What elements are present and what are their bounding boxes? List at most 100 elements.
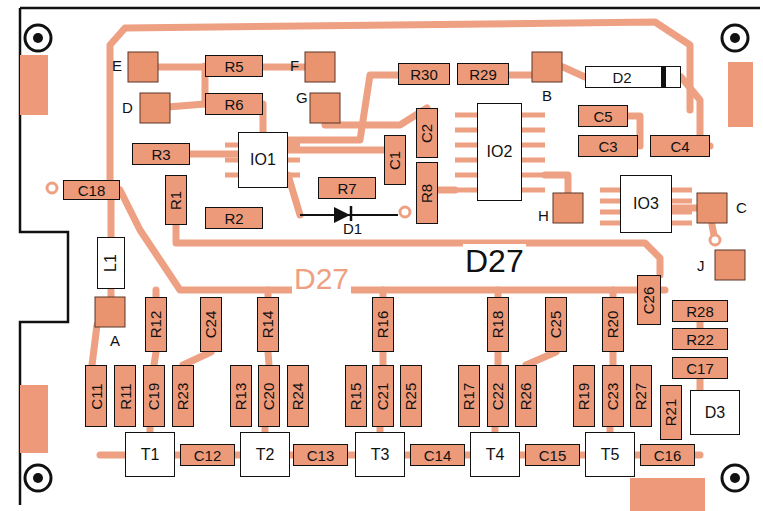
part-designator: T4 (486, 447, 505, 463)
part-designator: R11 (118, 383, 133, 409)
package-outline: L1 (97, 237, 125, 289)
component-box: C17 (672, 357, 728, 379)
component-box: R18 (487, 297, 509, 352)
part-designator: R7 (337, 181, 356, 196)
component-box: C22 (487, 365, 509, 427)
part-designator: C17 (686, 361, 714, 376)
pad-label: F (290, 58, 299, 75)
part-designator: R21 (664, 399, 679, 427)
component-box: C25 (545, 297, 567, 352)
package-outline: D2 (585, 66, 681, 88)
part-designator: IO3 (633, 196, 659, 212)
part-designator: C18 (78, 183, 106, 198)
part-designator: C11 (89, 383, 104, 409)
part-designator: C21 (376, 382, 391, 410)
part-designator: R2 (224, 211, 243, 226)
part-designator: C23 (606, 382, 621, 410)
part-designator: C1 (388, 150, 403, 169)
edge-contact (728, 62, 753, 127)
part-designator: R1 (169, 190, 184, 209)
part-designator: R16 (376, 311, 391, 339)
part-designator: C12 (194, 448, 222, 463)
component-box: R22 (672, 328, 728, 350)
component-box: C2 (416, 108, 438, 158)
component-box: R24 (287, 365, 309, 427)
part-designator: C19 (147, 382, 162, 410)
package-outline: IO1 (238, 132, 288, 188)
component-box: R17 (458, 365, 480, 427)
package-outline: T1 (125, 432, 175, 477)
part-designator: R19 (577, 382, 592, 410)
package-outline: T3 (355, 432, 405, 477)
part-designator: T2 (256, 447, 275, 463)
copper-traces (92, 22, 715, 455)
package-outline: IO2 (477, 103, 522, 201)
part-designator: R12 (149, 311, 164, 339)
part-designator: R14 (261, 311, 276, 339)
component-box: R19 (573, 365, 595, 427)
component-box: R16 (372, 297, 394, 352)
part-designator: L1 (103, 254, 119, 272)
part-designator: IO1 (250, 152, 276, 168)
component-box: R7 (318, 177, 376, 199)
part-designator: C24 (204, 311, 219, 339)
pad-label: A (110, 333, 120, 350)
part-designator: C26 (642, 286, 657, 314)
pad-label: D (122, 100, 133, 117)
part-designator: C20 (262, 382, 277, 410)
part-designator: C4 (670, 139, 689, 154)
part-designator: R6 (224, 97, 243, 112)
pad-label: J (697, 258, 705, 275)
part-designator: R29 (469, 67, 497, 82)
component-box: C12 (180, 444, 235, 466)
component-box: C13 (293, 444, 348, 466)
part-designator: T5 (601, 447, 620, 463)
part-designator: R13 (234, 382, 249, 410)
component-box: R29 (457, 63, 509, 85)
part-designator: IO2 (487, 144, 513, 160)
component-box: C21 (372, 365, 394, 427)
component-box: R30 (398, 63, 450, 85)
part-designator: R20 (606, 311, 621, 339)
component-box: R26 (515, 365, 537, 427)
part-designator: R8 (420, 183, 435, 202)
pad-label: H (538, 208, 549, 225)
part-designator: R24 (291, 382, 306, 410)
pad-label: G (296, 90, 308, 107)
part-designator: R3 (151, 147, 170, 162)
board-marking: D27 (463, 244, 526, 279)
package-outline: D3 (690, 390, 740, 435)
part-designator: R15 (349, 382, 364, 410)
part-designator: D2 (612, 70, 631, 85)
package-outline: T4 (470, 432, 520, 477)
pad-label: B (542, 88, 552, 105)
board-marking: D27 (292, 262, 351, 295)
pad-label: E (112, 58, 122, 75)
mounting-holes (25, 25, 748, 491)
component-box: C3 (578, 135, 638, 157)
part-designator: C5 (593, 109, 612, 124)
component-box: C19 (143, 365, 165, 427)
component-box: R5 (205, 55, 263, 77)
part-designator: C16 (654, 448, 682, 463)
solder-pads (95, 52, 745, 327)
part-designator: C3 (598, 139, 617, 154)
component-box: C16 (640, 444, 695, 466)
part-designator: R23 (176, 382, 191, 410)
pad-label: D1 (341, 221, 364, 238)
package-outline: T2 (240, 432, 290, 477)
part-designator: R18 (491, 311, 506, 339)
component-box: C20 (258, 365, 280, 427)
part-designator: C22 (491, 382, 506, 410)
part-designator: C13 (307, 448, 335, 463)
component-box: C4 (650, 135, 710, 157)
component-box: C11 (85, 365, 107, 427)
component-box: R25 (400, 365, 422, 427)
part-designator: C15 (539, 448, 567, 463)
component-box: C23 (602, 365, 624, 427)
component-box: R23 (172, 365, 194, 427)
component-box: R20 (602, 297, 624, 352)
component-box: C26 (637, 275, 661, 325)
component-box: C15 (525, 444, 580, 466)
part-designator: C2 (420, 123, 435, 142)
